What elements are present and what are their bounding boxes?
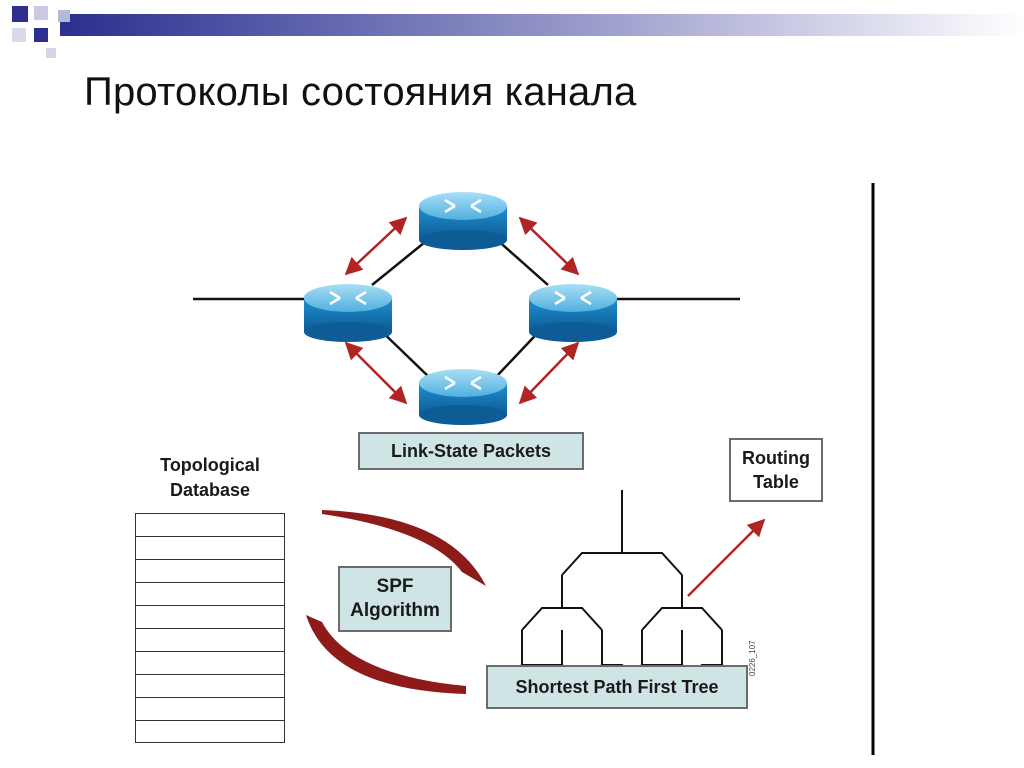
database-row bbox=[136, 514, 284, 537]
link-state-packets-label: Link-State Packets bbox=[390, 440, 552, 461]
figure-code: 0226_107 bbox=[748, 640, 757, 676]
topological-database-table bbox=[135, 513, 285, 743]
curve-arrow-top bbox=[322, 510, 486, 586]
topological-database-label: Topological Database bbox=[160, 455, 260, 500]
curve-arrow-bottom bbox=[306, 615, 466, 694]
slide-title: Протоколы состояния канала bbox=[84, 70, 637, 114]
database-row bbox=[136, 560, 284, 583]
spf-algorithm-box: SPF Algorithm bbox=[338, 566, 452, 632]
database-row bbox=[136, 721, 284, 744]
lsp-arrows bbox=[344, 216, 580, 405]
database-row bbox=[136, 537, 284, 560]
database-row bbox=[136, 583, 284, 606]
router-bottom bbox=[419, 369, 507, 425]
database-row bbox=[136, 675, 284, 698]
spf-tree bbox=[501, 490, 743, 681]
router-top bbox=[419, 192, 507, 250]
router-right bbox=[529, 284, 617, 342]
shortest-path-tree-box: Shortest Path First Tree bbox=[486, 665, 748, 709]
shortest-path-tree-label: Shortest Path First Tree bbox=[515, 676, 719, 697]
router-left bbox=[304, 284, 392, 342]
header-band bbox=[60, 14, 1024, 36]
database-row bbox=[136, 606, 284, 629]
database-row bbox=[136, 629, 284, 652]
network-links bbox=[193, 237, 740, 379]
routing-arrow bbox=[687, 518, 766, 597]
database-row bbox=[136, 698, 284, 721]
routing-table-box: Routing Table bbox=[729, 438, 823, 502]
corner-squares bbox=[0, 0, 80, 64]
link-state-packets-box: Link-State Packets bbox=[358, 432, 584, 470]
database-row bbox=[136, 652, 284, 675]
